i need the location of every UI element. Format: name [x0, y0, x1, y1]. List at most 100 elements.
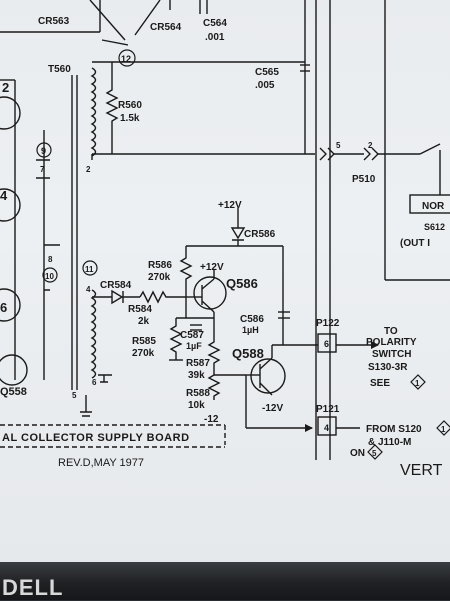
s612-label: S612: [424, 222, 445, 232]
p510-label: P510: [352, 174, 376, 185]
c586-label: C586: [240, 314, 264, 325]
q558-transistor: [0, 354, 28, 386]
pin-7-label: 7: [40, 165, 45, 174]
cr563-label: CR563: [38, 16, 70, 27]
node-11-marker: [82, 260, 98, 276]
from-s120-label: FROM S120: [366, 424, 422, 435]
left-fragment-4-label: 4: [0, 188, 8, 203]
vert-label: VERT: [400, 462, 443, 479]
node-10-marker: [42, 267, 58, 283]
r584-resistor: [139, 290, 186, 304]
s612-switch-box: [409, 194, 450, 214]
p122-label: P122: [316, 318, 340, 329]
r586-label: R586: [148, 260, 172, 271]
wire: [201, 278, 215, 290]
t560-pin-2-label: 2: [86, 165, 91, 174]
c564-label: C564: [203, 18, 227, 29]
minus-12v-label: -12V: [262, 403, 283, 414]
p121-pin-label: 4: [324, 423, 329, 433]
pin-6-label: 6: [92, 378, 97, 387]
on-label: ON: [350, 448, 365, 459]
t560-secondary-winding: [90, 289, 97, 379]
q586-label: Q586: [226, 276, 258, 291]
from-ref-label: 1: [441, 425, 446, 434]
t560-primary-winding: [90, 67, 97, 157]
r588-resistor: [207, 374, 221, 400]
see-label: SEE: [370, 378, 390, 389]
r586-resistor: [179, 246, 193, 297]
on-ref-marker: [367, 444, 383, 460]
r560-value: 1.5k: [120, 113, 140, 124]
to-polarity-line-3: SWITCH: [372, 349, 411, 360]
board-title: AL COLLECTOR SUPPLY BOARD: [2, 432, 190, 444]
pin-4-label: 4: [86, 285, 91, 294]
r584-value: 2k: [138, 316, 150, 327]
q558-label: Q558: [0, 386, 27, 398]
r584-label: R584: [128, 304, 152, 315]
node-11-label: 11: [85, 265, 94, 274]
c565-value: .005: [255, 80, 275, 91]
j110-label: & J110-M: [368, 437, 411, 448]
r587-value: 39k: [188, 370, 205, 381]
left-transistor-fragment: [0, 288, 21, 322]
ground-symbol: [80, 395, 92, 417]
node-12-label: 12: [121, 54, 131, 64]
minus-12-label: -12: [204, 414, 219, 425]
c564-value: .001: [205, 32, 225, 43]
wire: [36, 130, 60, 380]
wire: [101, 39, 129, 46]
monitor-screen: CR563 CR564 C564 .001 12 C565 .005 T560 …: [0, 0, 450, 562]
p510-pin-5-label: 5: [336, 141, 341, 150]
r586-value: 270k: [148, 272, 171, 283]
p122-pin-label: 6: [324, 339, 329, 349]
to-polarity-line-1: TO: [384, 326, 398, 337]
monitor-brand-logo: DELL: [2, 575, 64, 600]
ground-symbol: [98, 374, 112, 383]
node-9-label: 9: [41, 146, 46, 156]
wire: [201, 300, 215, 313]
p122-connector: [317, 333, 337, 353]
node-10-label: 10: [45, 272, 54, 281]
r585-label: R585: [132, 336, 156, 347]
wire: [89, 0, 126, 41]
s612-partial-label: NOR: [422, 201, 445, 212]
see-ref-label: 1: [415, 379, 420, 388]
p510-pin-2-label: 2: [368, 141, 373, 150]
out-label: (OUT I: [400, 238, 430, 249]
left-fragment-6-label: 6: [0, 300, 7, 315]
c565-label: C565: [255, 67, 279, 78]
c587-label: C587: [180, 330, 204, 341]
wire: [259, 382, 273, 396]
cr564-label: CR564: [150, 22, 182, 33]
r587-resistor: [207, 330, 221, 375]
cr584-diode: [111, 289, 124, 305]
r585-value: 270k: [132, 348, 155, 359]
r585-resistor: [169, 318, 183, 360]
plus-12v-q586-label: +12V: [200, 262, 224, 273]
see-ref-marker: [410, 374, 426, 390]
node-9-marker: [36, 142, 52, 158]
revision-label: REV.D,MAY 1977: [58, 457, 144, 469]
q588-label: Q588: [232, 346, 264, 361]
q588-transistor: [250, 358, 286, 394]
to-polarity-line-2: POLARITY: [366, 337, 417, 348]
wire: [134, 0, 161, 36]
r587-label: R587: [186, 358, 210, 369]
cr584-label: CR584: [100, 280, 132, 291]
pin-8-label: 8: [48, 255, 53, 264]
left-transistor-fragment: [0, 96, 21, 130]
cr586-diode: [230, 227, 246, 241]
monitor-bezel: [0, 562, 450, 600]
wire: [419, 143, 441, 155]
left-fragment-2-label: 2: [2, 80, 9, 95]
from-ref-marker: [436, 420, 450, 436]
on-ref-label: 5: [372, 449, 377, 458]
schematic-diagram: CR563 CR564 C564 .001 12 C565 .005 T560 …: [0, 0, 450, 479]
r560-resistor: [105, 62, 119, 154]
cr586-label: CR586: [244, 229, 276, 240]
t560-label: T560: [48, 64, 71, 75]
c586-value: 1µH: [242, 325, 259, 335]
wire: [259, 357, 273, 370]
pin-5-label: 5: [72, 391, 77, 400]
c587-value: 1µF: [186, 341, 202, 351]
